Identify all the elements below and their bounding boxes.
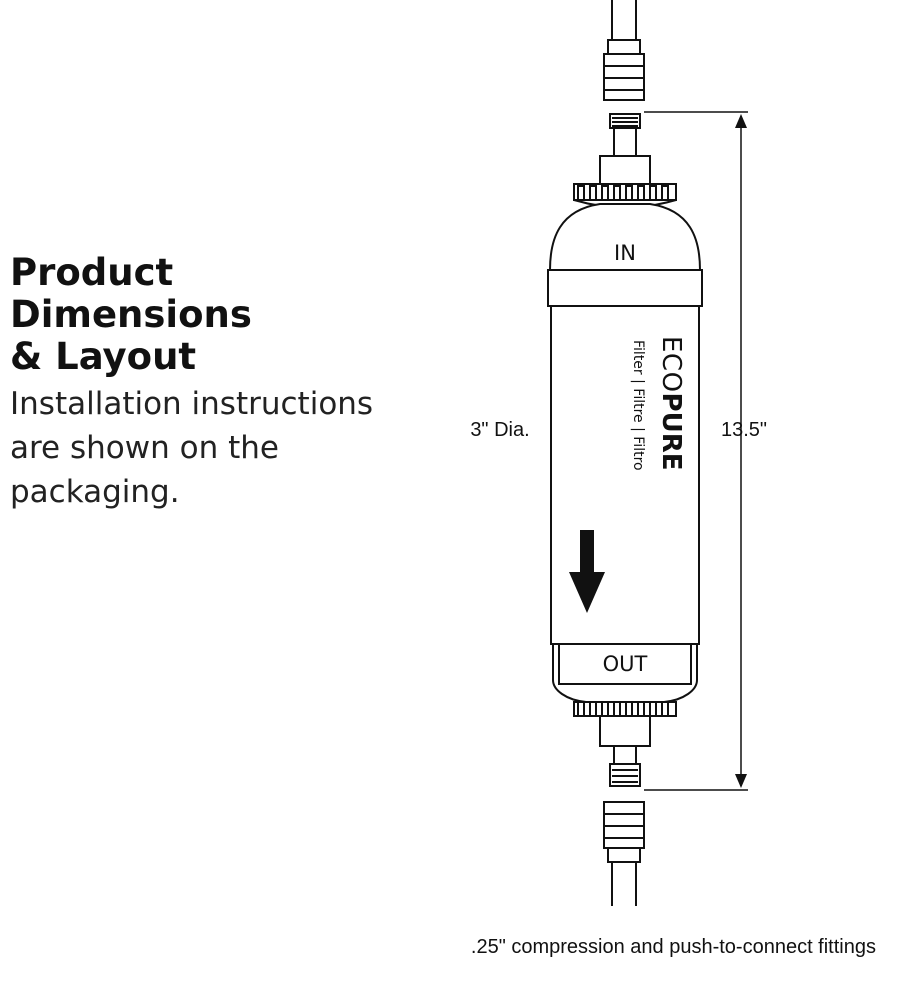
bottom-crown [573,701,677,717]
fittings-caption: .25" compression and push-to-connect fit… [471,936,876,958]
bottom-fitting [599,715,651,787]
bottom-tube [603,801,645,906]
diameter-label: 3" Dia. [470,419,529,441]
height-label: 13.5" [721,419,767,441]
top-fitting [599,113,651,185]
note-line-1: Installation instructions [10,386,374,422]
brand-pure: PURE [656,393,686,471]
height-dimension-line [644,111,748,791]
svg-text:ECOPURE: ECOPURE [656,336,686,471]
brand-logo: ECOPURE [656,336,686,471]
note-line-2: are shown on the [10,430,279,466]
dimension-arrow-up-icon [735,114,747,128]
in-label: IN [614,241,636,265]
top-tube [603,0,645,101]
brand-eco: ECO [656,336,686,393]
flow-arrow-down-icon [569,530,605,613]
note-line-3: packaging. [10,474,180,510]
title-line-1: Product [10,251,174,294]
title-line-3: & Layout [10,335,197,378]
installation-note: Installation instructions are shown on t… [10,382,430,514]
top-cap [548,203,702,271]
dimension-arrow-down-icon [735,774,747,788]
brand-subtitle: Filter | Filtre | Filtro [630,340,646,471]
out-band [558,643,692,685]
out-label: OUT [603,652,648,676]
title-line-2: Dimensions [10,293,252,336]
svg-text:Filter | Filtre | Filtro: Filter | Filtre | Filtro [630,340,646,471]
top-band [547,269,703,307]
page-title: Product Dimensions & Layout [10,252,252,378]
